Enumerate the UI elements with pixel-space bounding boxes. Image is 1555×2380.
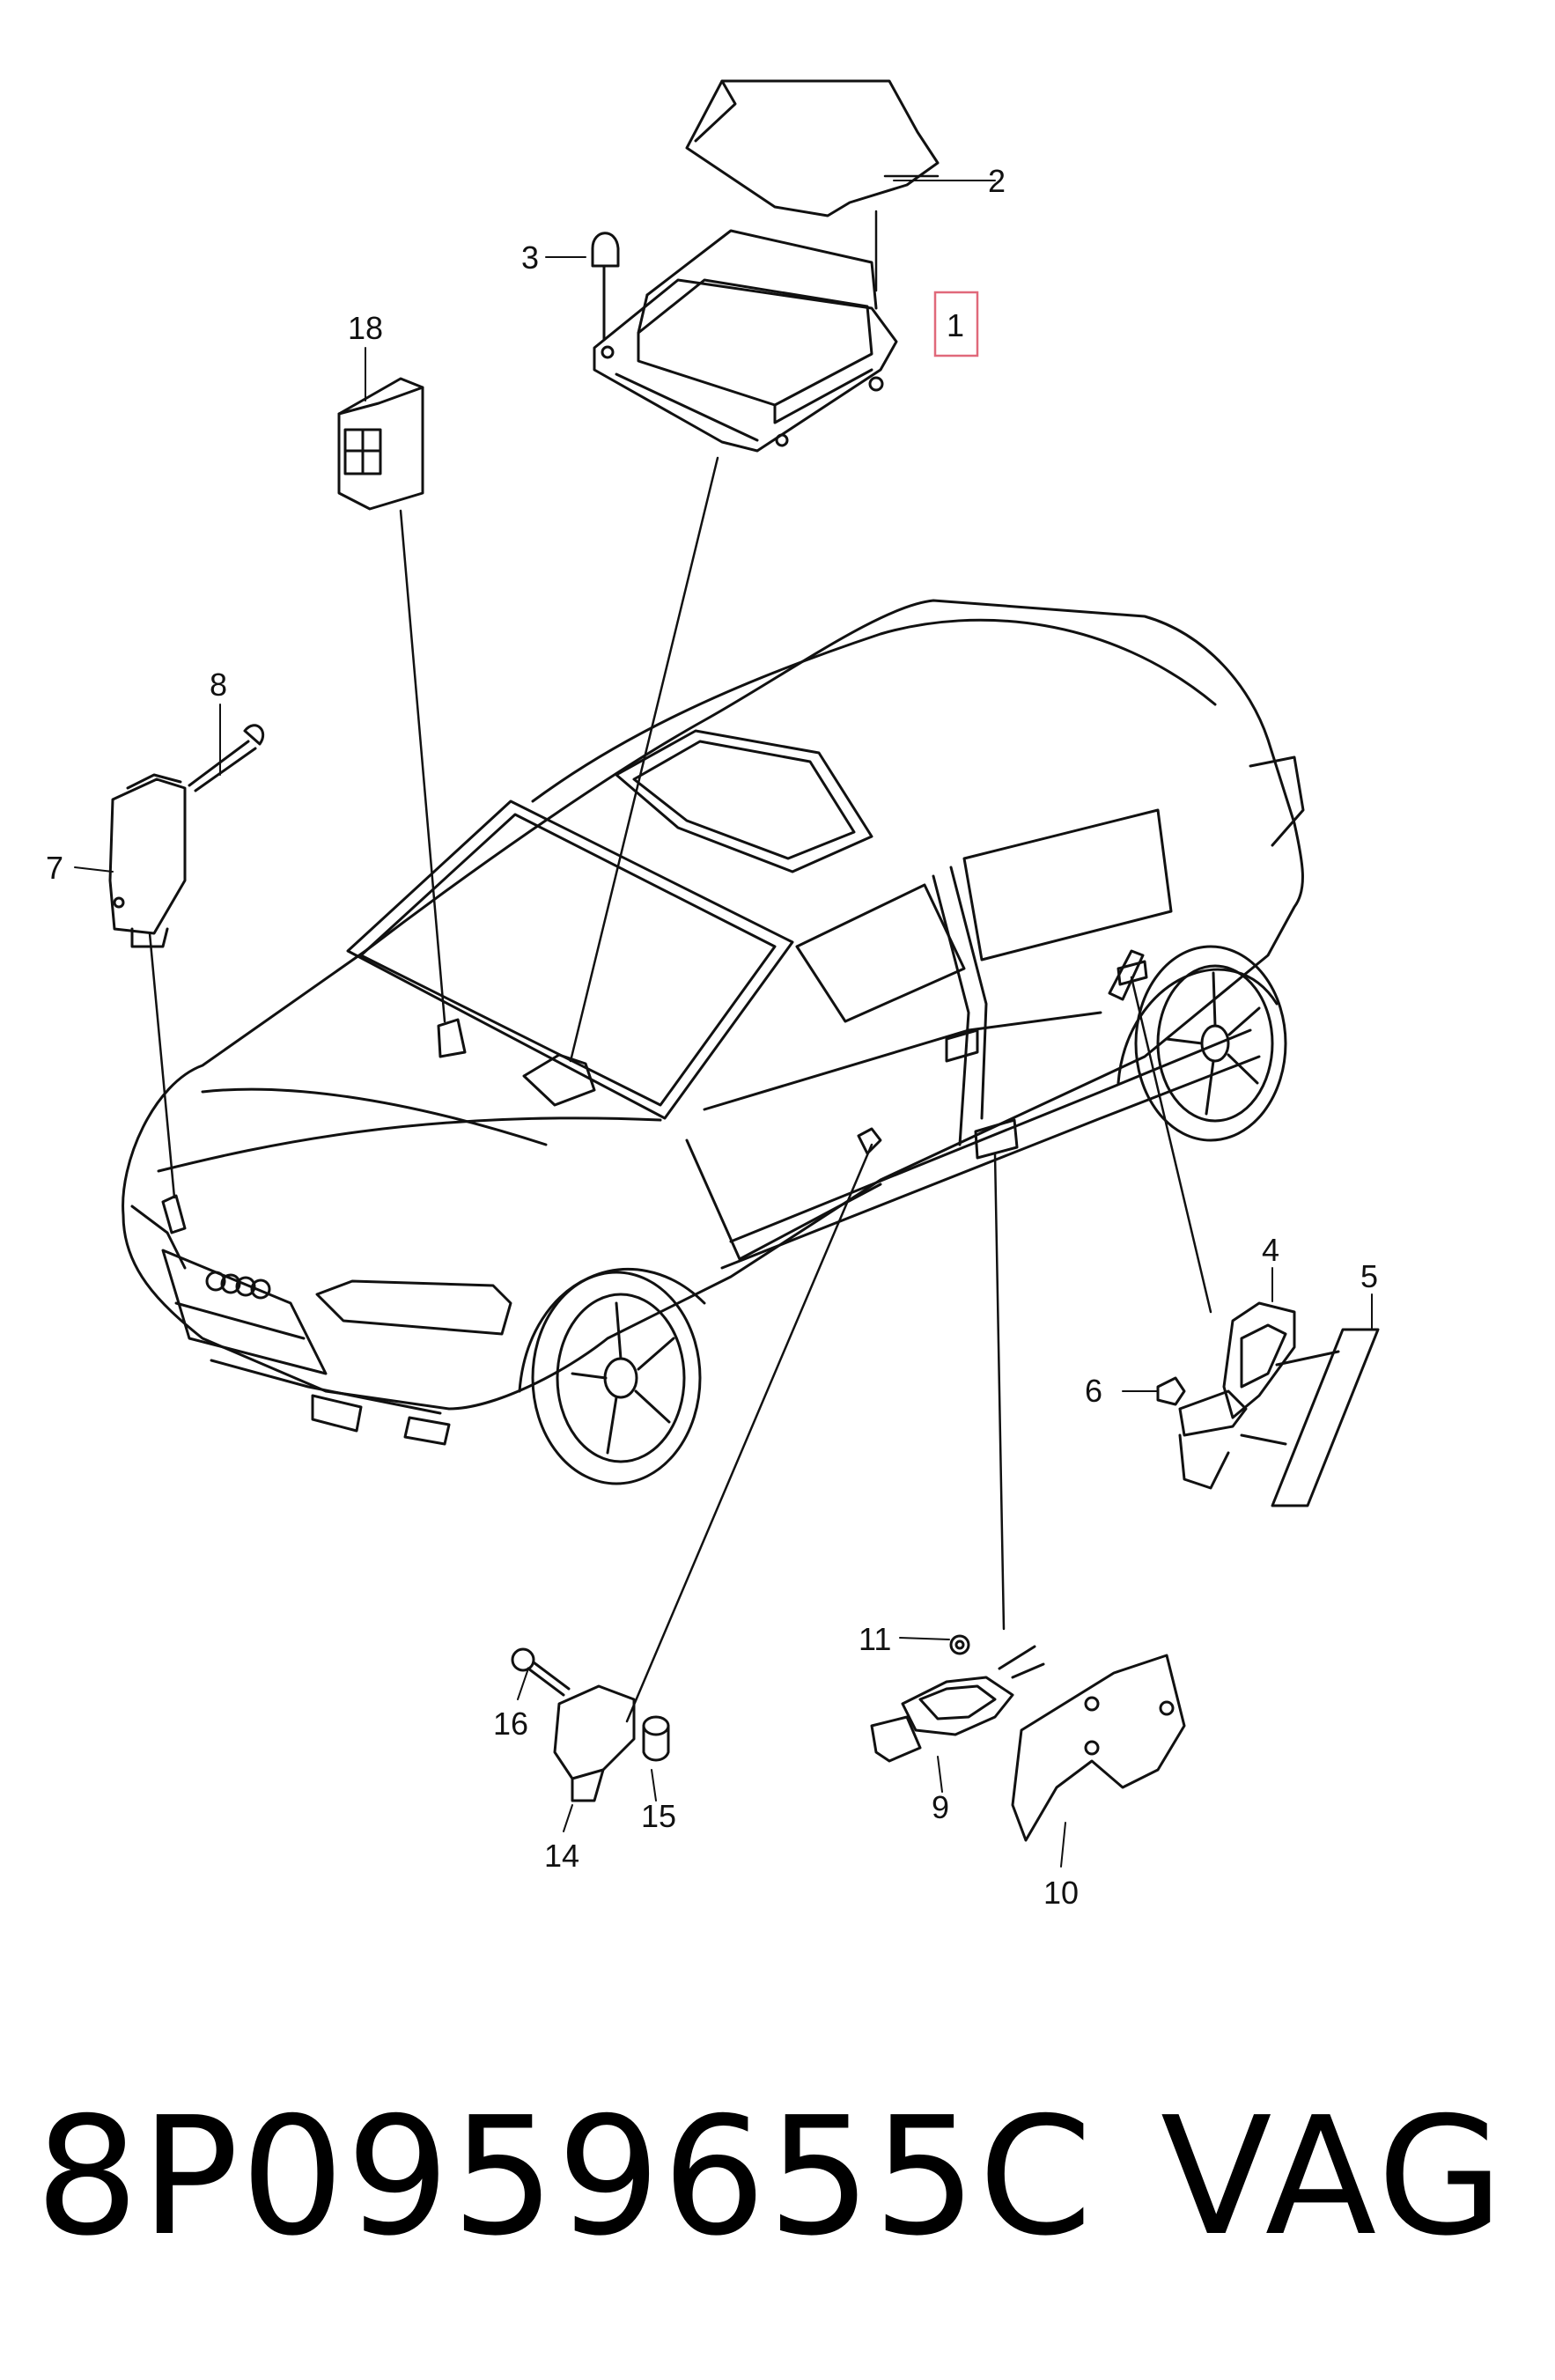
- callout-6: 6: [1085, 1373, 1102, 1409]
- bracket-part-10: [1011, 1654, 1186, 1842]
- leader-lines: [148, 174, 1212, 1723]
- callout-9: 9: [932, 1789, 949, 1825]
- callout-18: 18: [348, 310, 383, 346]
- sensor-part-14: [553, 1684, 636, 1802]
- brand-label: VAG: [1161, 2082, 1507, 2272]
- sensor-part-9: [870, 1645, 1045, 1763]
- callout-16: 16: [493, 1706, 528, 1742]
- callout-10: 10: [1043, 1875, 1079, 1911]
- callout-5: 5: [1360, 1258, 1378, 1294]
- highlight-box-part-1: [933, 291, 979, 357]
- spacer-part-15: [642, 1715, 670, 1762]
- sensor-part-4: [1178, 1301, 1340, 1490]
- sensor-part-7: [108, 773, 187, 948]
- callout-1: 1: [947, 307, 964, 343]
- callout-8: 8: [210, 667, 227, 703]
- bolt-part-8: [188, 724, 265, 792]
- nut-part-6: [1156, 1376, 1186, 1406]
- callout-11: 11: [859, 1621, 891, 1657]
- callout-15: 15: [641, 1798, 676, 1834]
- callout-2: 2: [988, 163, 1006, 199]
- location-markers: [161, 949, 1145, 1234]
- callout-4: 4: [1262, 1232, 1279, 1268]
- car-body: [122, 599, 1305, 1485]
- callout-14: 14: [544, 1838, 579, 1874]
- part-number: 8P0959655C: [35, 2082, 1094, 2272]
- trim-strip-part-5: [1271, 1328, 1380, 1507]
- nut-part-11: [949, 1634, 970, 1655]
- control-unit-part-1: [593, 229, 898, 453]
- callout-7: 7: [46, 850, 63, 886]
- callout-3: 3: [521, 239, 539, 276]
- sensor-module-part-18: [337, 377, 424, 511]
- nut-part-3: [591, 232, 620, 341]
- callout-ticks: [74, 180, 1373, 1868]
- bolt-part-16: [511, 1647, 571, 1697]
- cover-plate-part-2: [685, 79, 940, 217]
